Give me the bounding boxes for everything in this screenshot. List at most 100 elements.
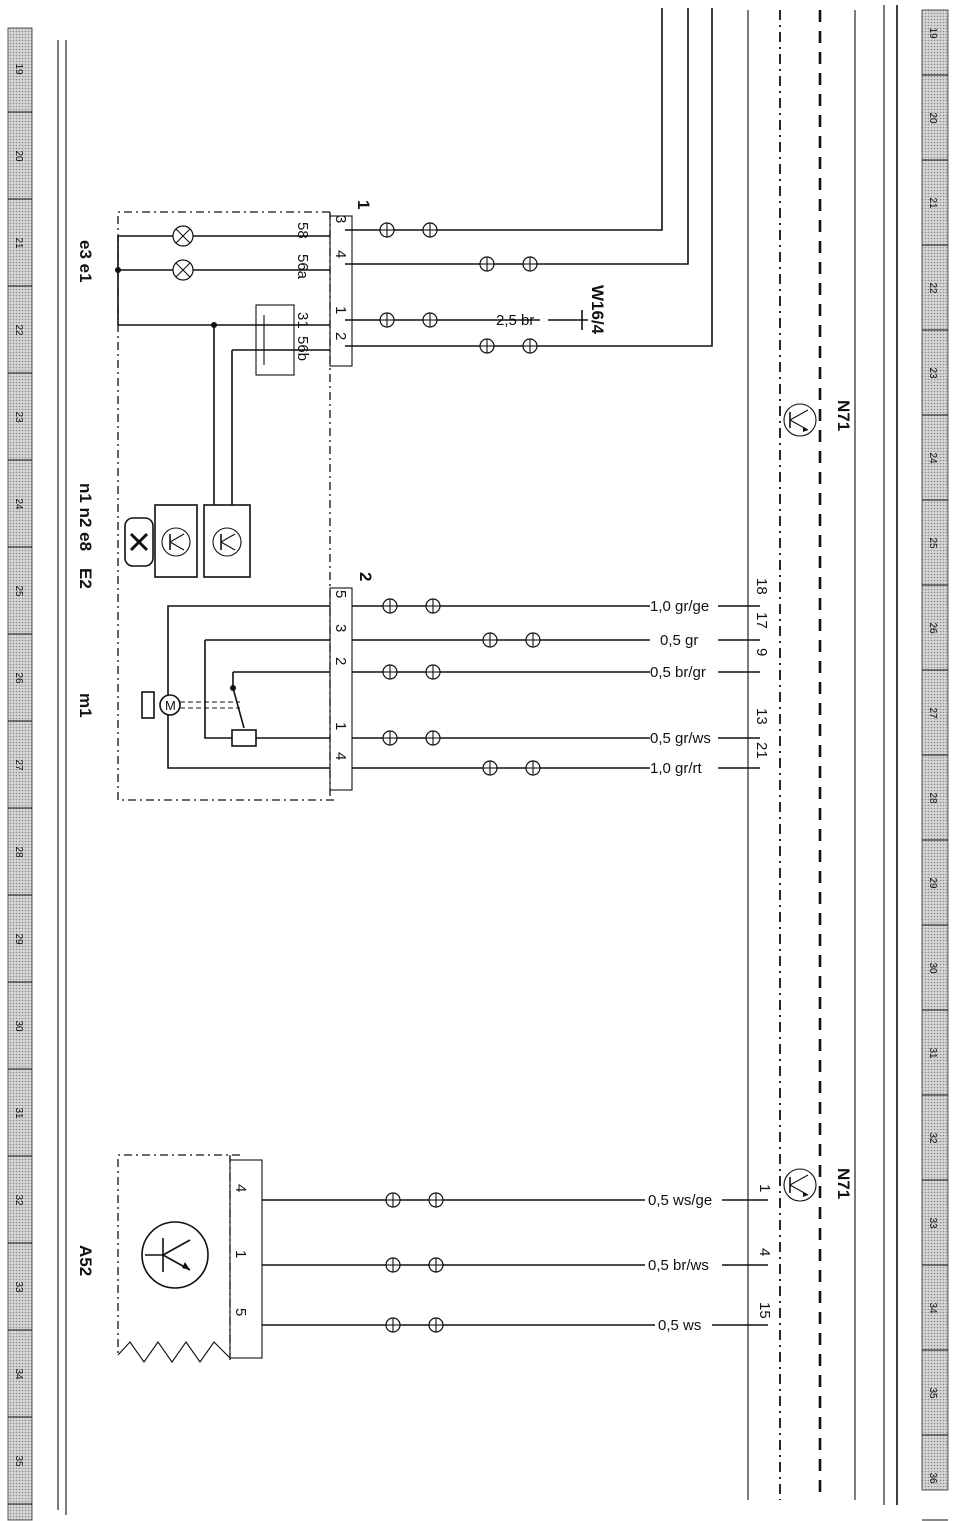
left-ruler-number: 19 <box>13 64 24 76</box>
motor-feed-wire <box>167 605 330 695</box>
label-wire-gr-ws: 0,5 gr/ws <box>650 730 711 747</box>
left-ruler-number: 23 <box>13 412 24 424</box>
left-ruler-number: 21 <box>13 238 24 250</box>
gauge-n2-box <box>203 504 251 578</box>
motor-return-wire <box>167 715 330 769</box>
left-ruler-number: 24 <box>13 499 24 511</box>
switch-contact <box>232 687 245 729</box>
label-a52: A52 <box>76 1245 95 1276</box>
right-ruler-number: 35 <box>927 1388 938 1400</box>
label-wire-gr-rt: 1,0 gr/rt <box>650 760 703 777</box>
fuse-element <box>231 729 257 747</box>
a52-connector-block <box>229 1159 263 1359</box>
left-ruler-number: 22 <box>13 325 24 337</box>
connector-1-label: 1 <box>354 200 373 209</box>
n71-pin-9: 9 <box>753 648 770 656</box>
lamp-e3-icon <box>172 225 194 247</box>
n71-top-label: N71 <box>834 400 853 431</box>
label-e3-e1: e3 e1 <box>76 240 95 283</box>
right-ruler-number: 29 <box>927 878 938 890</box>
right-ruler-number: 26 <box>927 623 938 635</box>
a52-boundary <box>117 1154 240 1355</box>
sensor-loop-wire <box>204 640 232 739</box>
n71-pin-13: 13 <box>753 708 770 725</box>
left-ruler-number: 27 <box>13 760 24 772</box>
c1-term-31: 31 <box>294 312 311 329</box>
label-wire-br-gr: 0,5 br/gr <box>650 664 706 681</box>
n71-bottom-symbol <box>783 1168 817 1202</box>
right-ruler-number: 24 <box>927 453 938 465</box>
connector-2-crossings <box>382 598 541 776</box>
n71-pin-18: 18 <box>753 578 770 595</box>
right-ruler-number: 31 <box>927 1048 938 1060</box>
n71-pin-4: 4 <box>756 1248 773 1256</box>
e2-boundary <box>117 211 335 801</box>
left-ruler-number: 34 <box>13 1369 24 1381</box>
left-ruler-number: 20 <box>13 151 24 163</box>
n71-pin-15: 15 <box>756 1302 773 1319</box>
connector-2-label: 2 <box>356 572 375 581</box>
right-ruler-number: 32 <box>927 1133 938 1145</box>
warning-lamp-e8-box <box>124 517 154 567</box>
left-ruler-number: 31 <box>13 1108 24 1120</box>
warning-lamp-e8-icon <box>129 532 149 552</box>
gauge-n2-transistor-icon <box>212 527 242 557</box>
right-ruler-number: 27 <box>927 708 938 720</box>
c1-term-56b: 56b <box>294 336 311 361</box>
c1-pin-3: 3 <box>332 215 349 223</box>
left-ruler-number: 26 <box>13 673 24 685</box>
n71-top-symbol <box>783 403 817 437</box>
a52-pin-1: 1 <box>232 1250 249 1258</box>
n71-pin-21: 21 <box>753 742 770 759</box>
right-ruler-number: 30 <box>927 963 938 975</box>
label-wire-br-ws: 0,5 br/ws <box>648 1257 709 1274</box>
label-wire-ws: 0,5 ws <box>658 1317 701 1334</box>
label-n1-n2-e8: n1 n2 e8 <box>76 483 95 551</box>
a52-pin-5: 5 <box>232 1308 249 1316</box>
motor-m1-icon: M <box>141 691 240 719</box>
connector-1-block <box>329 215 353 367</box>
c1-pin-1: 1 <box>332 306 349 314</box>
label-e2: E2 <box>76 568 95 589</box>
label-wire-gr-ge: 1,0 gr/ge <box>650 598 709 615</box>
wire-top-2 <box>345 8 689 265</box>
right-ruler-number: 36 <box>927 1473 938 1485</box>
n71-pin-1: 1 <box>756 1184 773 1192</box>
left-ruler-number: 29 <box>13 934 24 946</box>
wire-ground-label: 2,5 br <box>496 312 534 329</box>
a52-transistor-icon <box>141 1221 209 1289</box>
wire-top-1 <box>345 8 663 231</box>
svg-text:M: M <box>165 698 176 713</box>
c1-term-56a: 56a <box>294 254 311 280</box>
label-m1: m1 <box>76 693 95 718</box>
label-wire-ws-ge: 0,5 ws/ge <box>648 1192 712 1209</box>
left-ruler-number: 25 <box>13 586 24 598</box>
lamp-e1-icon <box>172 259 194 281</box>
a52-pin-4: 4 <box>232 1184 249 1192</box>
gauge-n1-transistor-icon <box>161 527 191 557</box>
right-ruler-number: 23 <box>927 368 938 380</box>
a52-crossings <box>385 1192 444 1333</box>
right-ruler-number: 20 <box>927 113 938 125</box>
c1-pin-4: 4 <box>332 250 349 258</box>
n71-pin-17: 17 <box>753 612 770 629</box>
right-ruler-number: 25 <box>927 538 938 550</box>
c1-pin-2: 2 <box>332 332 349 340</box>
gauge-n1-box <box>154 504 198 578</box>
right-ruler-number: 33 <box>927 1218 938 1230</box>
right-ruler-number: 21 <box>927 198 938 210</box>
c2-pin-4: 4 <box>332 752 349 760</box>
c2-pin-5: 5 <box>332 590 349 598</box>
c2-pin-1: 1 <box>332 722 349 730</box>
dimmer-element <box>255 304 295 376</box>
connector-2-block <box>329 587 353 791</box>
c2-pin-3: 3 <box>332 624 349 632</box>
connector-ref-w16: W16/4 <box>588 285 607 335</box>
left-ruler-number: 33 <box>13 1282 24 1294</box>
right-ruler-number: 34 <box>927 1303 938 1315</box>
right-ruler-number: 28 <box>927 793 938 805</box>
a52-break-line <box>117 1341 231 1363</box>
